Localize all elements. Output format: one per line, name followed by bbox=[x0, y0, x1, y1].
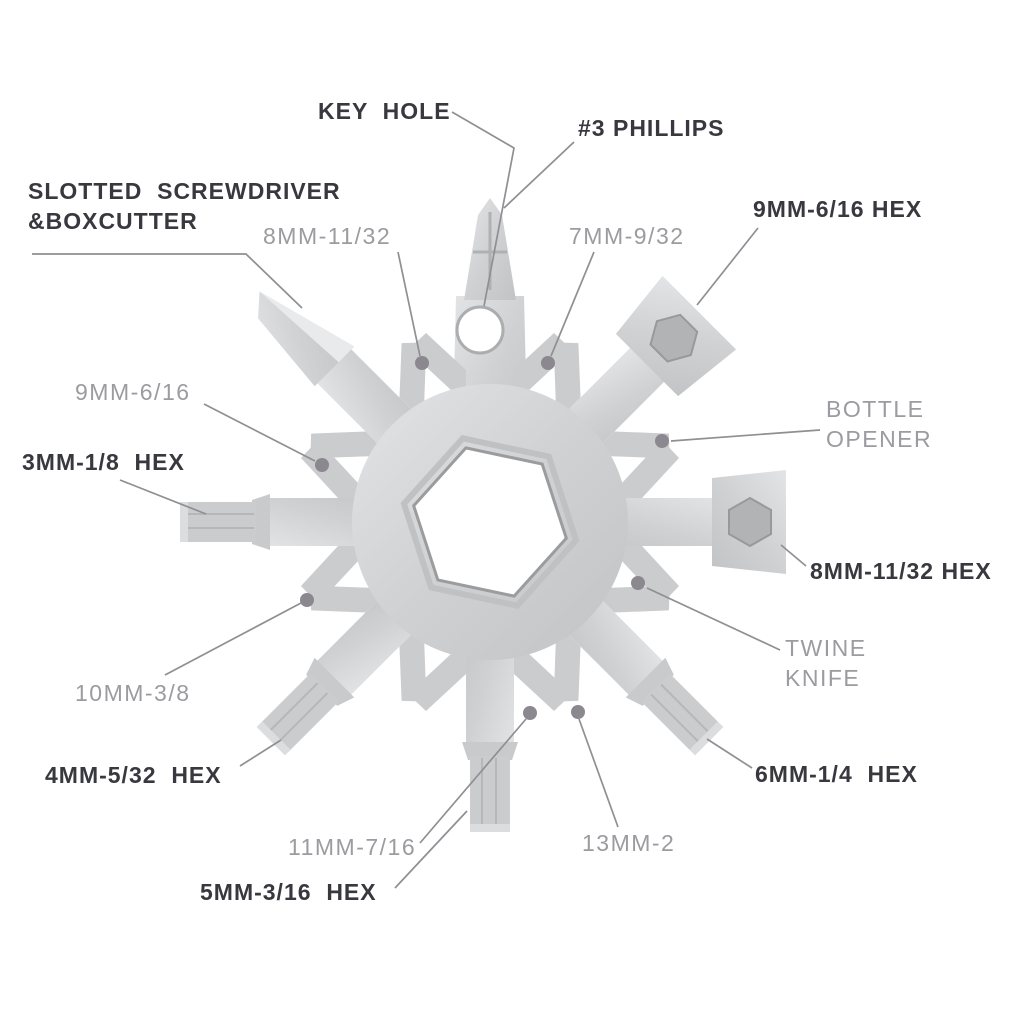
label-3mm-1-8-hex: 3MM-1/8 HEX bbox=[22, 449, 185, 475]
label-6mm-1-4-hex: 6MM-1/4 HEX bbox=[755, 761, 918, 787]
leader-key-hole bbox=[451, 111, 515, 307]
hex-socket-9mm bbox=[649, 313, 699, 363]
leader-9mm-6-16-hex bbox=[696, 227, 759, 306]
leader-8mm-11-32 bbox=[397, 251, 421, 357]
label-7mm-9-32: 7MM-9/32 bbox=[569, 223, 685, 249]
label-twine-knife-line1: TWINE bbox=[785, 635, 867, 661]
hex-shaft-6mm bbox=[641, 673, 720, 752]
label-bottle-opener-line1: BOTTLE bbox=[826, 396, 925, 422]
label-slotted-line1: SLOTTED SCREWDRIVER bbox=[28, 178, 341, 204]
label-8mm-11-32: 8MM-11/32 bbox=[263, 223, 392, 249]
label-10mm-3-8: 10MM-3/8 bbox=[75, 680, 191, 706]
leader-8mm-11-32-hex bbox=[780, 544, 807, 567]
leader-5mm-3-16-hex bbox=[394, 810, 468, 889]
hex-shaft-5mm bbox=[470, 756, 510, 826]
leader-twine-knife bbox=[646, 587, 781, 651]
dot-8mm-11-32 bbox=[415, 356, 429, 370]
label-5mm-3-16-hex: 5MM-3/16 HEX bbox=[200, 879, 377, 905]
hex-shaft-3mm bbox=[186, 502, 256, 542]
dot-11mm-7-16 bbox=[523, 706, 537, 720]
leader-phillips bbox=[503, 141, 575, 209]
label-9mm-6-16-hex: 9MM-6/16 HEX bbox=[753, 196, 923, 222]
leader-slotted-boxcutter bbox=[32, 253, 303, 309]
marker-dots bbox=[300, 356, 669, 720]
label-twine-knife: TWINE KNIFE bbox=[785, 633, 867, 694]
leader-10mm-3-8 bbox=[164, 602, 302, 676]
label-13mm-2: 13MM-2 bbox=[582, 830, 676, 856]
label-slotted-boxcutter: SLOTTED SCREWDRIVER &BOXCUTTER bbox=[28, 176, 341, 237]
leader-lines bbox=[32, 111, 821, 889]
dot-bottle-opener bbox=[655, 434, 669, 448]
leader-13mm-2 bbox=[578, 718, 619, 828]
dot-9mm-6-16 bbox=[315, 458, 329, 472]
boxcutter-blade bbox=[258, 291, 355, 387]
label-bottle-opener-line2: OPENER bbox=[826, 426, 933, 453]
leader-bottle-opener bbox=[670, 429, 821, 442]
dot-7mm-9-32 bbox=[541, 356, 555, 370]
label-9mm-6-16: 9MM-6/16 bbox=[75, 379, 191, 405]
label-8mm-11-32-hex: 8MM-11/32 HEX bbox=[810, 558, 992, 584]
hex-shaft-4mm bbox=[260, 673, 339, 752]
leader-6mm-1-4-hex bbox=[706, 738, 753, 769]
label-slotted-line2: &BOXCUTTER bbox=[28, 208, 198, 235]
label-4mm-5-32-hex: 4MM-5/32 HEX bbox=[45, 762, 222, 788]
label-11mm-7-16: 11MM-7/16 bbox=[288, 834, 417, 860]
keyhole-cutout bbox=[455, 305, 505, 355]
label-key-hole: KEY HOLE bbox=[318, 98, 451, 124]
snowflake-graphic bbox=[180, 198, 786, 832]
leader-9mm-6-16 bbox=[203, 403, 316, 462]
label-bottle-opener: BOTTLE OPENER bbox=[826, 394, 932, 455]
dot-twine-knife bbox=[631, 576, 645, 590]
dot-10mm-3-8 bbox=[300, 593, 314, 607]
center-hex-hole bbox=[412, 446, 568, 598]
label-twine-knife-line2: KNIFE bbox=[785, 665, 861, 692]
label-phillips: #3 PHILLIPS bbox=[578, 115, 725, 141]
leader-7mm-9-32 bbox=[550, 251, 595, 357]
leader-4mm-5-32-hex bbox=[239, 739, 282, 767]
hex-socket-8mm bbox=[728, 496, 772, 548]
leader-11mm-7-16 bbox=[419, 718, 527, 844]
leader-3mm-1-8-hex bbox=[119, 479, 207, 515]
dot-13mm-2 bbox=[571, 705, 585, 719]
